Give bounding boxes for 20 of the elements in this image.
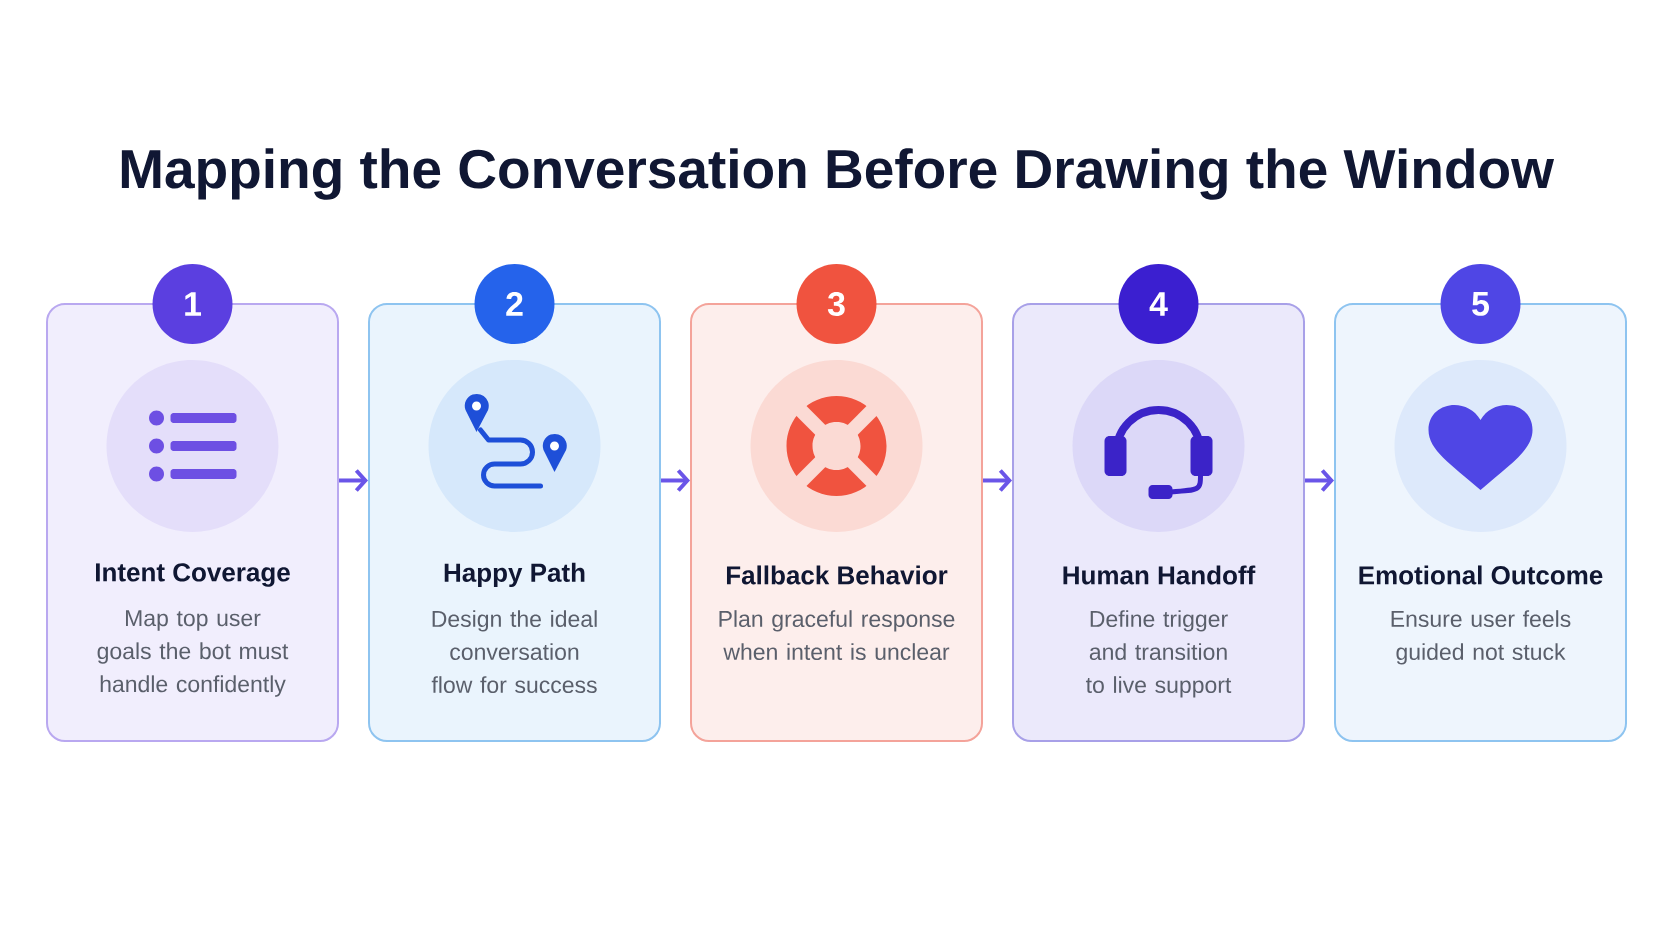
step-heading: Emotional Outcome	[1359, 565, 1603, 585]
title: Mapping the Conversation Before Drawing the Window	[121, 148, 1555, 200]
number-badge: 5	[1440, 264, 1521, 344]
step-heading: Intent Coverage	[96, 563, 290, 587]
step-description: Design the ideal conversation flow for success	[431, 610, 597, 694]
arrow	[983, 469, 1012, 492]
step-description: Define trigger and transition to live support	[1086, 610, 1232, 698]
step-description: Ensure user feels guided not stuck	[1391, 610, 1571, 665]
step-description: Map top user goals the bot must handle confidently	[97, 610, 289, 697]
number-badge: 2	[474, 264, 555, 344]
step-heading: Human Handoff	[1063, 565, 1256, 585]
arrow	[339, 469, 368, 492]
number-badge: 4	[1118, 264, 1199, 344]
step-heading: Happy Path	[444, 562, 585, 588]
number-badge: 3	[796, 264, 877, 344]
step-heading: Fallback Behavior	[727, 565, 948, 585]
arrow	[1305, 469, 1334, 492]
arrow	[661, 469, 690, 492]
step-description: Plan graceful response when intent is unclear	[719, 610, 955, 661]
number-badge: 1	[152, 264, 233, 344]
